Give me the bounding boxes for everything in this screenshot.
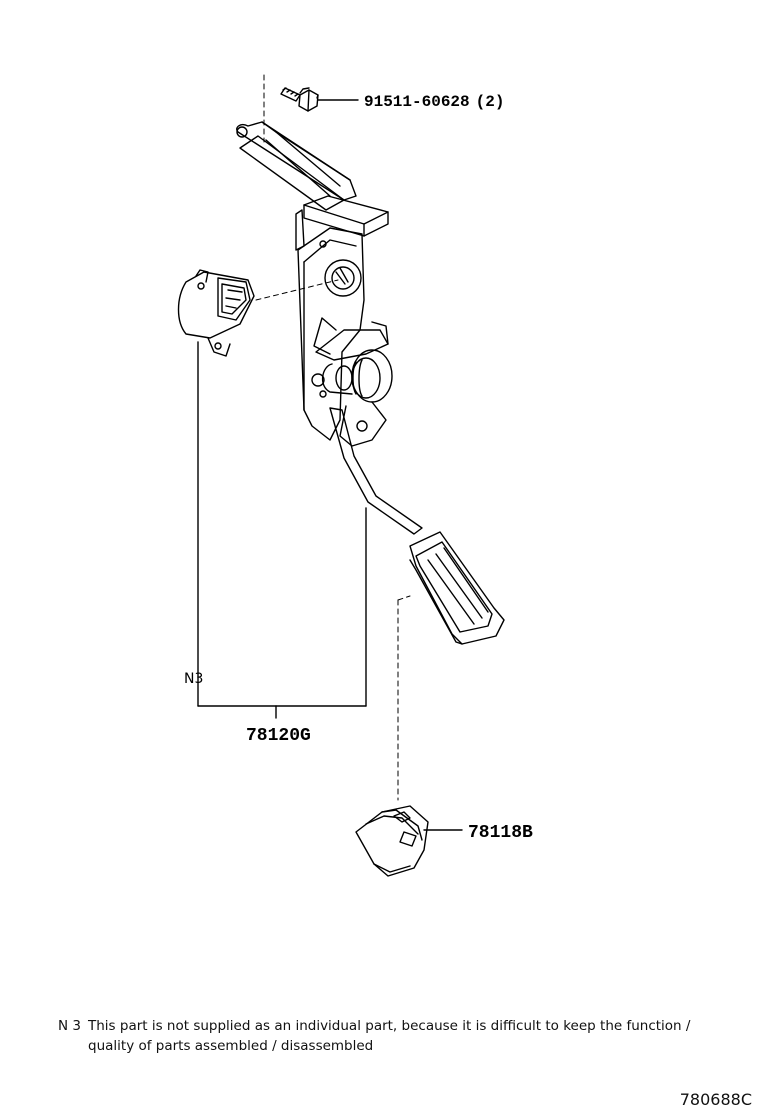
- footnote-line-2: quality of parts assembled / disassemble…: [88, 1038, 374, 1054]
- footnote-line-1: This part is not supplied as an individu…: [88, 1018, 691, 1034]
- assembly-bracket-line: [197, 507, 367, 719]
- leader-lines: [255, 74, 411, 801]
- footnote: N 3 This part is not supplied as an indiv…: [58, 1016, 738, 1056]
- figure-code: 780688C: [679, 1090, 752, 1109]
- pedal-bracket-drawing: [236, 121, 505, 645]
- stopper-part-number: 78118B: [468, 823, 533, 843]
- pedal-assembly-part-number: 78120G: [246, 726, 311, 746]
- sensor-drawing: [177, 269, 255, 707]
- bolt-part-number: 91511-60628(2): [364, 93, 504, 111]
- n3-note-tag: N3: [184, 671, 203, 687]
- footnote-ref: N 3: [58, 1018, 81, 1034]
- stopper-drawing: [355, 805, 463, 877]
- bolt-drawing: [280, 87, 359, 112]
